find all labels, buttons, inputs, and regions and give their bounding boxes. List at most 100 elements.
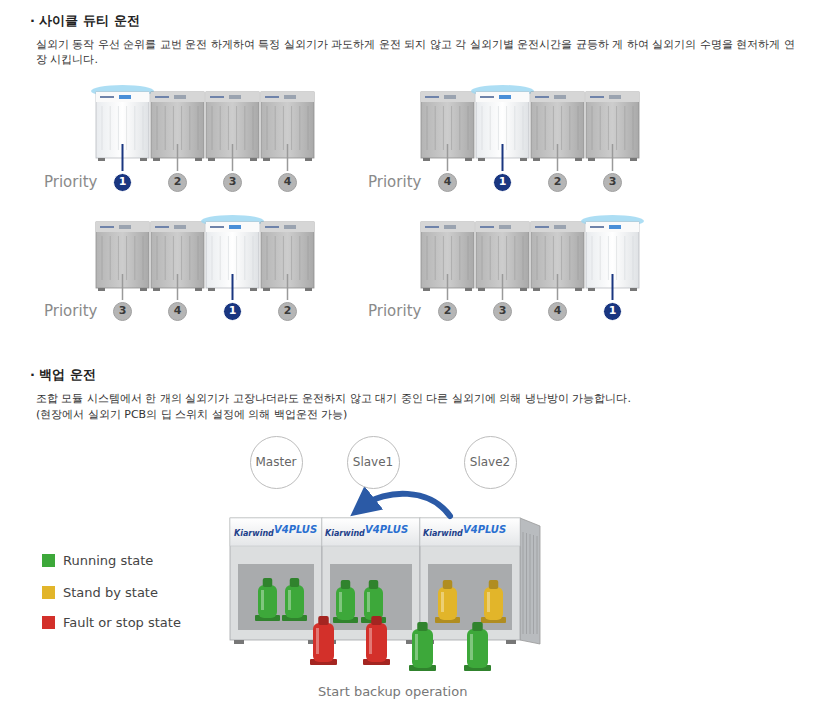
unit-logo-mark — [590, 96, 604, 98]
unit-logo-mark — [119, 95, 131, 99]
unit-grille — [236, 236, 237, 280]
unit-top-strip — [151, 222, 204, 232]
unit-grille — [451, 106, 452, 150]
unit-grille — [102, 236, 103, 280]
description-note: (현장에서 실외기 PCB의 딥 스위치 설정에 의해 백업운전 가능) — [36, 407, 806, 422]
unit-grille — [427, 106, 428, 150]
compressor-body — [285, 585, 304, 618]
unit-top-strip — [261, 222, 314, 232]
unit-grille — [134, 106, 135, 150]
unit-grille — [181, 236, 182, 280]
leader-line — [557, 274, 559, 300]
unit-grille — [633, 106, 634, 150]
cabinet-foot — [506, 640, 516, 644]
unit-side-grille — [533, 535, 534, 634]
unit-grille — [283, 236, 284, 280]
unit-grille — [299, 106, 300, 150]
role-name: Slave2 — [470, 455, 510, 469]
role-circle: Slave1 — [347, 436, 400, 489]
compressor-highlight — [339, 592, 342, 612]
outdoor-unit — [261, 222, 314, 300]
unit-foot — [533, 288, 540, 291]
model-logo: V4PLUS — [365, 524, 408, 536]
compressor-body — [336, 587, 355, 620]
leader-line — [232, 144, 234, 171]
legend-text: Fault or stop state — [63, 615, 181, 630]
unit-foot — [305, 288, 312, 291]
unit-logo-mark — [284, 95, 296, 99]
unit-grille — [236, 106, 237, 150]
unit-logo-mark — [210, 96, 224, 98]
priority-number: 4 — [168, 302, 187, 321]
unit-grille — [126, 236, 127, 280]
unit-grille — [608, 106, 609, 150]
role-circle: Master — [250, 436, 303, 489]
unit-grille — [198, 106, 199, 150]
unit-grille — [143, 106, 144, 150]
unit-grille — [435, 236, 436, 280]
unit-grille — [514, 236, 515, 280]
unit-top-strip — [261, 92, 314, 102]
legend-text: Running state — [63, 553, 153, 568]
outdoor-unit — [476, 222, 529, 300]
unit-logo-mark — [499, 225, 511, 229]
compressor-cap — [417, 622, 428, 631]
unit-foot — [575, 288, 582, 291]
active-priority-number: 1 — [493, 173, 512, 192]
legend-swatch — [42, 616, 55, 629]
unit-grille — [244, 106, 245, 150]
unit-logo-mark — [210, 226, 224, 228]
leader-line — [612, 274, 614, 300]
section-heading: · 사이클 듀티 운전 — [30, 12, 140, 29]
unit-foot — [630, 288, 637, 291]
unit-top-strip — [531, 92, 584, 102]
unit-logo-mark — [155, 226, 169, 228]
outdoor-unit — [96, 222, 149, 300]
outdoor-unit — [206, 92, 259, 171]
compressor-highlight — [487, 592, 490, 612]
compressor-cap — [263, 578, 273, 587]
unit-logo-mark — [265, 226, 279, 228]
compressor-symbol — [464, 622, 491, 671]
unit-grille — [157, 106, 158, 150]
unit-grille — [506, 236, 507, 280]
legend-entry: Fault or stop state — [42, 615, 181, 630]
outdoor-unit — [151, 92, 204, 171]
model-logo: V4PLUS — [463, 524, 506, 536]
unit-foot — [153, 158, 160, 161]
backup-arrow — [362, 494, 450, 516]
unit-logo-mark — [554, 95, 566, 99]
unit-grille — [451, 236, 452, 280]
unit-grille — [592, 106, 593, 150]
priority-digit: 4 — [174, 305, 182, 317]
unit-grille — [110, 106, 111, 150]
compressor-symbol — [282, 578, 307, 621]
unit-grille — [553, 236, 554, 280]
priority-digit: 1 — [499, 176, 507, 188]
priority-digit: 3 — [609, 176, 617, 188]
unit-top-strip — [151, 92, 204, 102]
unit-grille — [173, 106, 174, 150]
outdoor-unit — [586, 92, 639, 171]
unit-grille — [308, 236, 309, 280]
unit-top-strip — [421, 222, 474, 232]
compressor-cap — [341, 580, 351, 589]
unit-foot — [208, 158, 215, 161]
active-outdoor-unit — [581, 215, 644, 300]
unit-grille — [198, 236, 199, 280]
compressor-body — [364, 587, 383, 620]
priority-digit: 2 — [554, 176, 562, 188]
leader-line — [122, 274, 124, 300]
unit-logo-mark — [480, 96, 494, 98]
cabinet-body — [420, 518, 520, 640]
unit-grille — [545, 106, 546, 150]
unit-logo-mark — [609, 225, 621, 229]
active-priority-number: 1 — [113, 173, 132, 192]
unit-logo-mark — [535, 226, 549, 228]
priority-digit: 3 — [119, 305, 127, 317]
compressor-body — [412, 629, 433, 668]
active-priority-number: 1 — [223, 302, 242, 321]
unit-foot — [263, 288, 270, 291]
unit-grille — [212, 236, 213, 280]
